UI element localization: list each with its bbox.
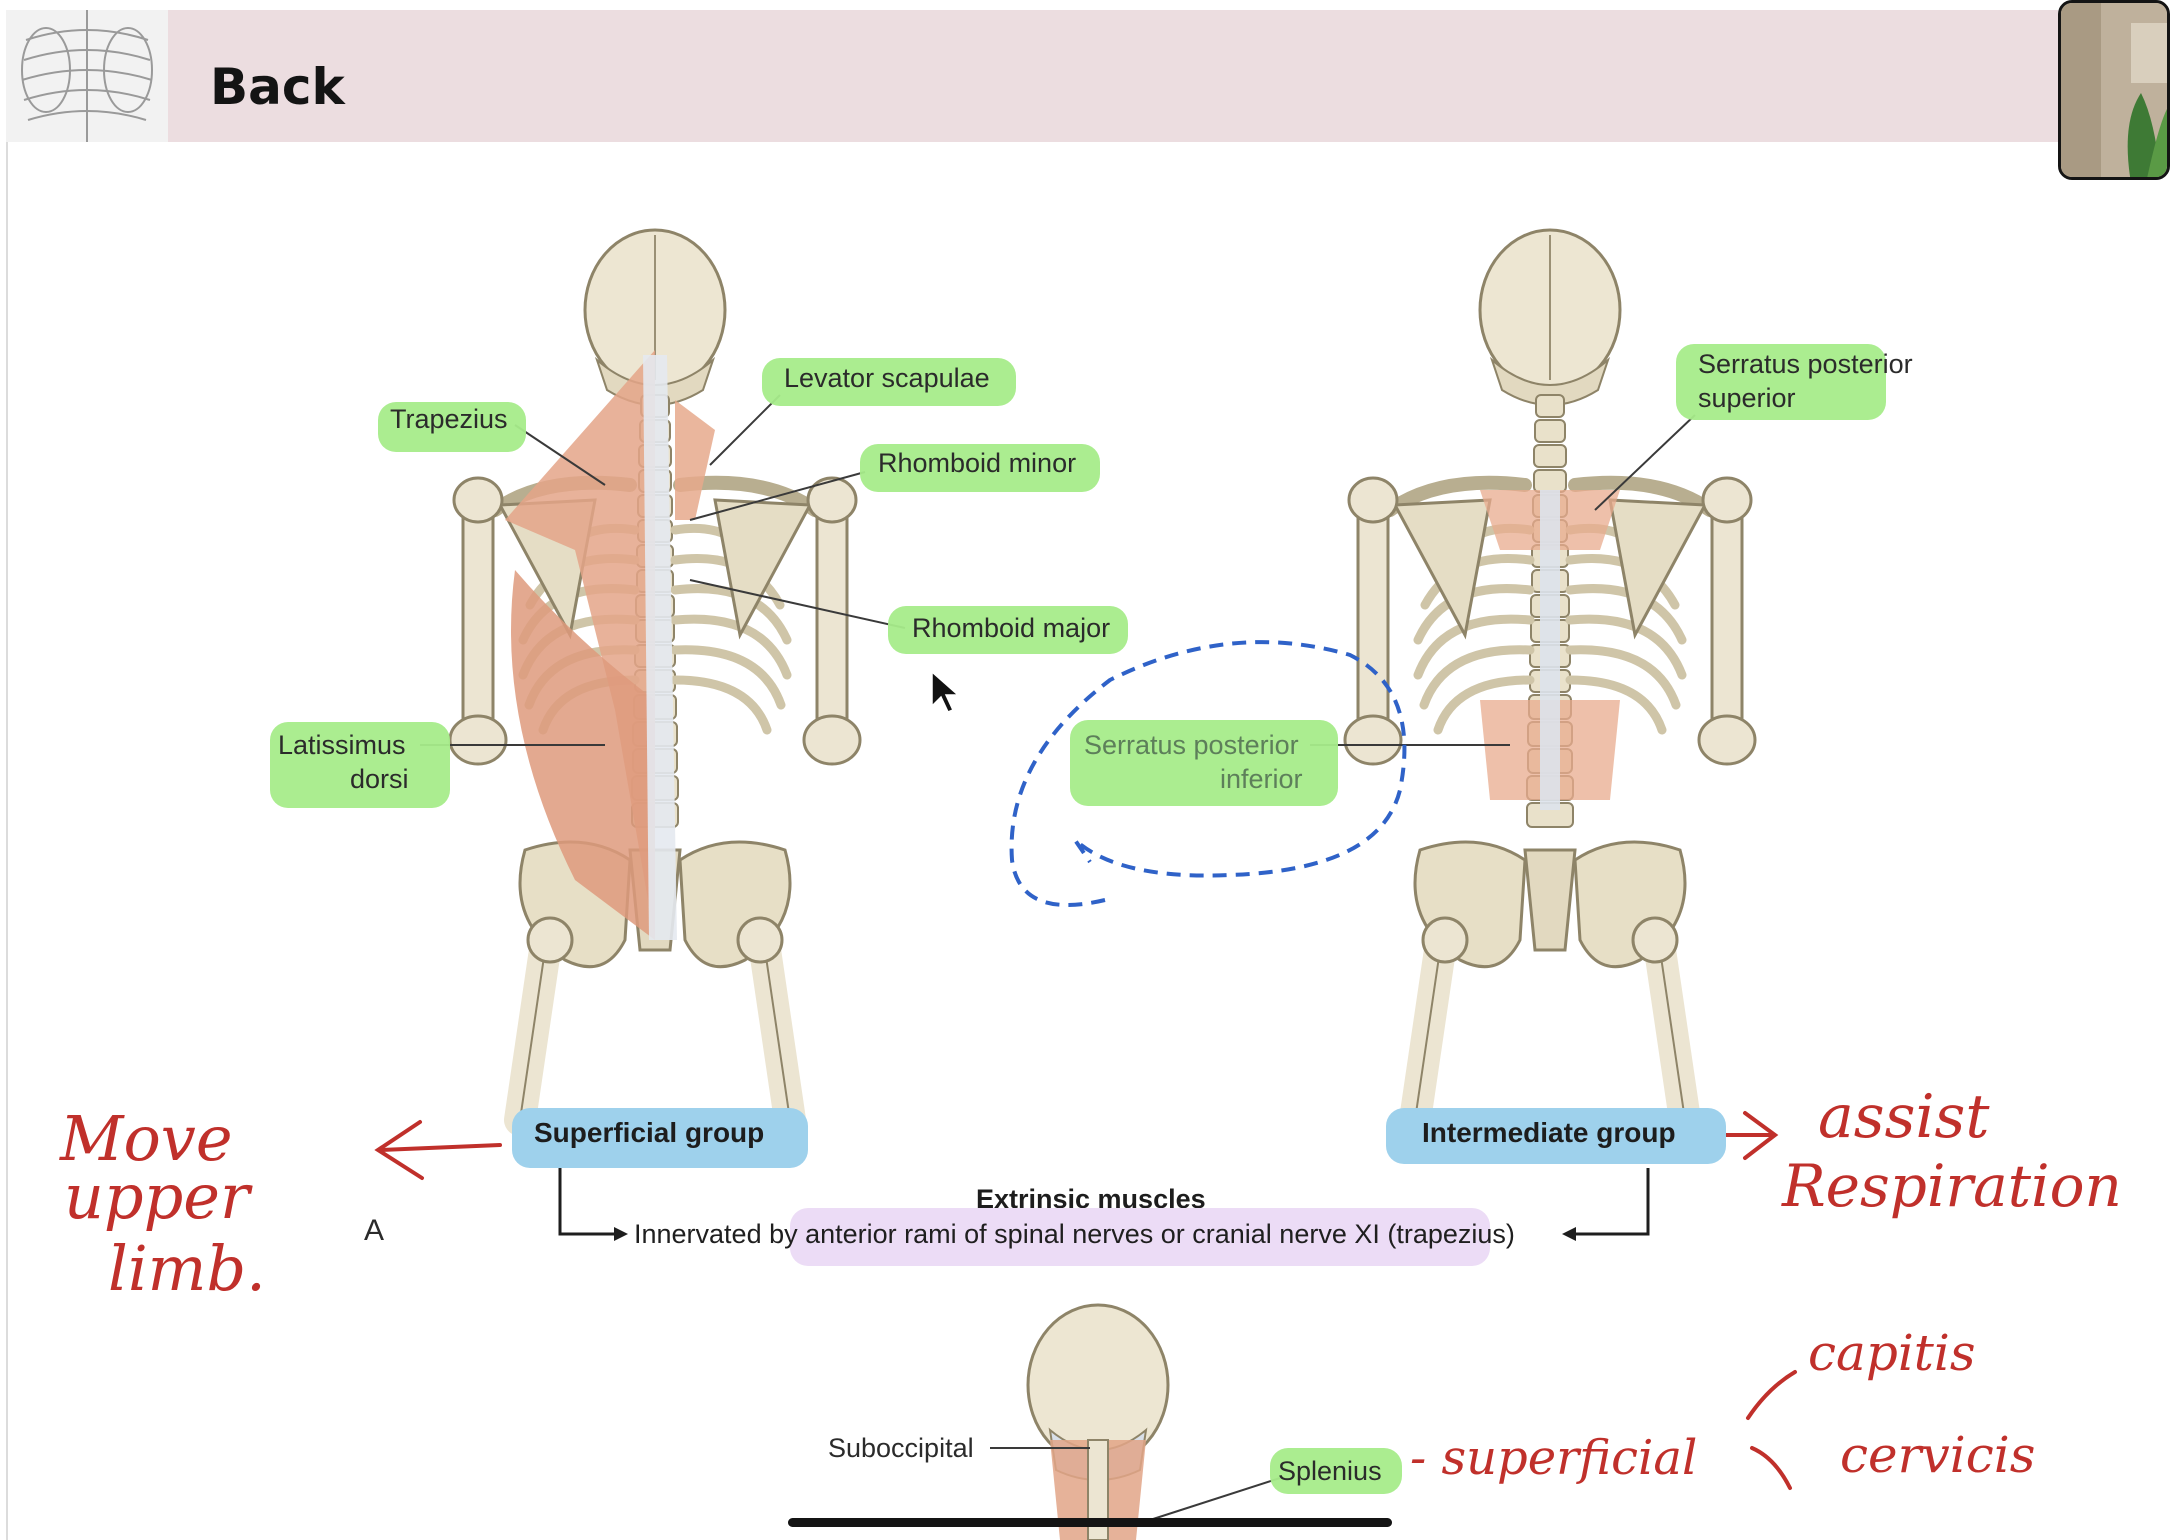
innervation-highlight — [790, 1208, 1490, 1266]
slide-header-bar — [168, 10, 2058, 142]
splenius-highlight — [1270, 1448, 1402, 1494]
intermediate-group-highlight — [1386, 1108, 1726, 1164]
note-respiration: Respiration — [1782, 1152, 2122, 1220]
label-suboccipital: Suboccipital — [828, 1433, 974, 1463]
serratus-posterior-superior-highlight — [1676, 344, 1886, 420]
label-trapezius: Trapezius — [390, 404, 508, 434]
note-upper: upper — [64, 1160, 250, 1233]
label-rhomboid-major: Rhomboid major — [912, 613, 1111, 643]
label-serratus-inf-line1: Serratus posterior — [1084, 730, 1299, 760]
horizontal-scrollbar[interactable] — [788, 1518, 1392, 1527]
label-serratus-inf-line2: inferior — [1220, 764, 1303, 794]
note-capitis: capitis — [1808, 1324, 1976, 1382]
levator-scapulae-highlight — [762, 358, 1016, 406]
label-serratus-sup-line1: Serratus posterior — [1698, 349, 1913, 379]
slide-left-border — [6, 142, 8, 1540]
trapezius-highlight — [378, 402, 526, 452]
intermediate-group-label: Intermediate group — [1422, 1117, 1676, 1148]
spine-thumbnail-image — [6, 10, 168, 142]
label-latissimus-line1: Latissimus — [278, 730, 406, 760]
note-cervicis: cervicis — [1840, 1426, 2036, 1484]
note-limb: limb. — [108, 1232, 266, 1305]
note-superficial: - superficial — [1410, 1430, 1698, 1486]
label-splenius: Splenius — [1278, 1456, 1382, 1486]
serratus-posterior-inferior-highlight — [1070, 720, 1338, 806]
latissimus-dorsi-highlight — [270, 722, 450, 808]
rhomboid-major-highlight — [888, 606, 1128, 654]
intermediate-skeleton-figure — [1345, 230, 1755, 1120]
page-title: Back — [210, 58, 345, 116]
superficial-group-label: Superficial group — [534, 1117, 765, 1148]
label-serratus-sup-line2: superior — [1698, 383, 1796, 413]
innervation-text: Innervated by anterior rami of spinal ne… — [634, 1219, 1515, 1249]
deep-group-figure — [1026, 1303, 1170, 1540]
webcam-preview[interactable] — [2058, 0, 2170, 180]
rhomboid-minor-highlight — [860, 444, 1100, 492]
note-move: Move — [60, 1102, 233, 1175]
superficial-group-highlight — [512, 1108, 808, 1168]
panel-letter: A — [364, 1214, 385, 1247]
superficial-skeleton-figure — [450, 230, 860, 1120]
label-levator-scapulae: Levator scapulae — [784, 363, 990, 393]
note-assist: assist — [1818, 1082, 1990, 1152]
label-rhomboid-minor: Rhomboid minor — [878, 448, 1077, 478]
label-latissimus-line2: dorsi — [350, 764, 409, 794]
